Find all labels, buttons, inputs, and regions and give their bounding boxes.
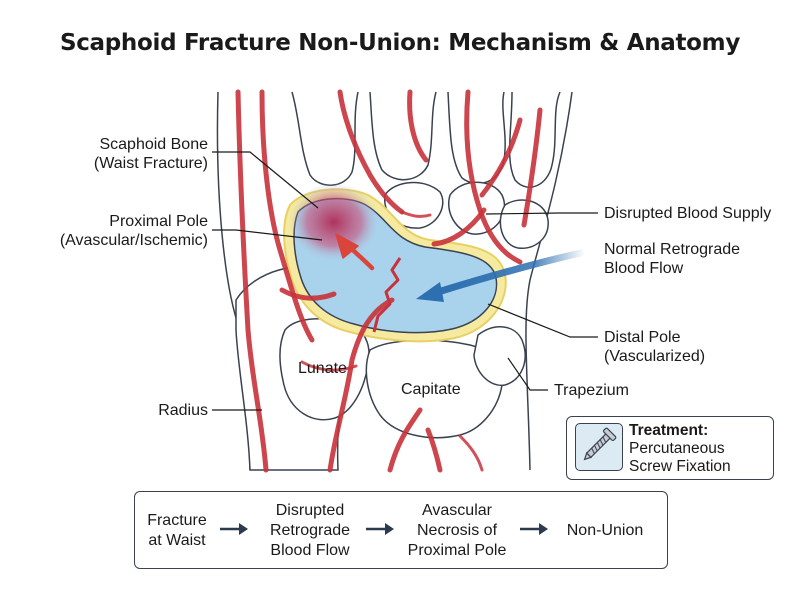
label-proximal-pole-line2: (Avascular/Ischemic): [59, 232, 208, 249]
flow-step-disrupted-line2: Retrograde: [269, 522, 351, 539]
flow-step-avn-line3: Proximal Pole: [407, 542, 507, 559]
right-arrow-icon: [520, 523, 548, 535]
label-capitate: Capitate: [401, 381, 461, 398]
label-radius: Radius: [158, 402, 208, 419]
flow-step-disrupted-line1: Disrupted: [275, 502, 345, 519]
label-proximal-pole-line1: Proximal Pole: [109, 213, 208, 230]
flow-step-non-union-line1: Non-Union: [566, 522, 644, 539]
label-distal-pole: Distal Pole (Vascularized): [604, 328, 705, 366]
label-distal-pole-line2: (Vascularized): [604, 348, 706, 365]
flow-step-avascular-necrosis: Avascular Necrosis of Proximal Pole: [397, 501, 517, 561]
screw-icon: [575, 423, 623, 471]
page-title: Scaphoid Fracture Non-Union: Mechanism &…: [59, 30, 741, 56]
label-scaphoid-bone-line1: Scaphoid Bone: [99, 136, 208, 153]
treatment-line-2: Screw Fixation: [629, 458, 731, 475]
leader-lines: [212, 151, 598, 411]
mechanism-flow-box: Fracture at Waist Disrupted Retrograde B…: [134, 491, 668, 569]
label-normal-retrograde: Normal Retrograde Blood Flow: [604, 240, 740, 278]
flow-step-disrupted-line3: Blood Flow: [270, 542, 350, 559]
trapezium-bone: [473, 326, 526, 387]
treatment-heading: Treatment:: [629, 422, 709, 439]
treatment-text: Treatment: Percutaneous Screw Fixation: [629, 422, 731, 476]
label-disrupted-blood-supply: Disrupted Blood Supply: [604, 205, 772, 222]
flow-step-avn-line1: Avascular: [422, 502, 492, 519]
metacarpal-bones: [291, 91, 561, 188]
label-scaphoid-bone: Scaphoid Bone (Waist Fracture): [94, 135, 208, 173]
blood-flow-arrow: [416, 248, 589, 302]
flow-step-disrupted-flow: Disrupted Retrograde Blood Flow: [255, 501, 365, 561]
label-normal-retrograde-line2: Blood Flow: [604, 260, 684, 277]
flow-step-fracture-line2: at Waist: [148, 532, 206, 549]
flow-step-fracture: Fracture at Waist: [141, 511, 213, 551]
right-arrow-icon: [366, 523, 394, 535]
treatment-box: Treatment: Percutaneous Screw Fixation: [566, 416, 774, 480]
flow-step-avn-line2: Necrosis of: [416, 522, 498, 539]
label-trapezium: Trapezium: [554, 382, 629, 399]
label-scaphoid-bone-line2: (Waist Fracture): [93, 155, 208, 172]
label-lunate: Lunate: [298, 360, 347, 377]
arteries: [235, 89, 543, 473]
fracture-line: [372, 257, 402, 333]
ischemia-arrow: [335, 233, 375, 271]
capitate-bone: [365, 339, 504, 439]
arteries-thin: [300, 210, 484, 472]
label-normal-retrograde-line1: Normal Retrograde: [604, 241, 741, 258]
label-distal-pole-line1: Distal Pole: [604, 329, 681, 346]
flow-step-fracture-line1: Fracture: [147, 512, 207, 529]
flow-step-non-union: Non-Union: [555, 521, 655, 541]
label-proximal-pole: Proximal Pole (Avascular/Ischemic): [60, 212, 208, 250]
treatment-line-1: Percutaneous: [629, 440, 725, 457]
right-arrow-icon: [220, 523, 248, 535]
